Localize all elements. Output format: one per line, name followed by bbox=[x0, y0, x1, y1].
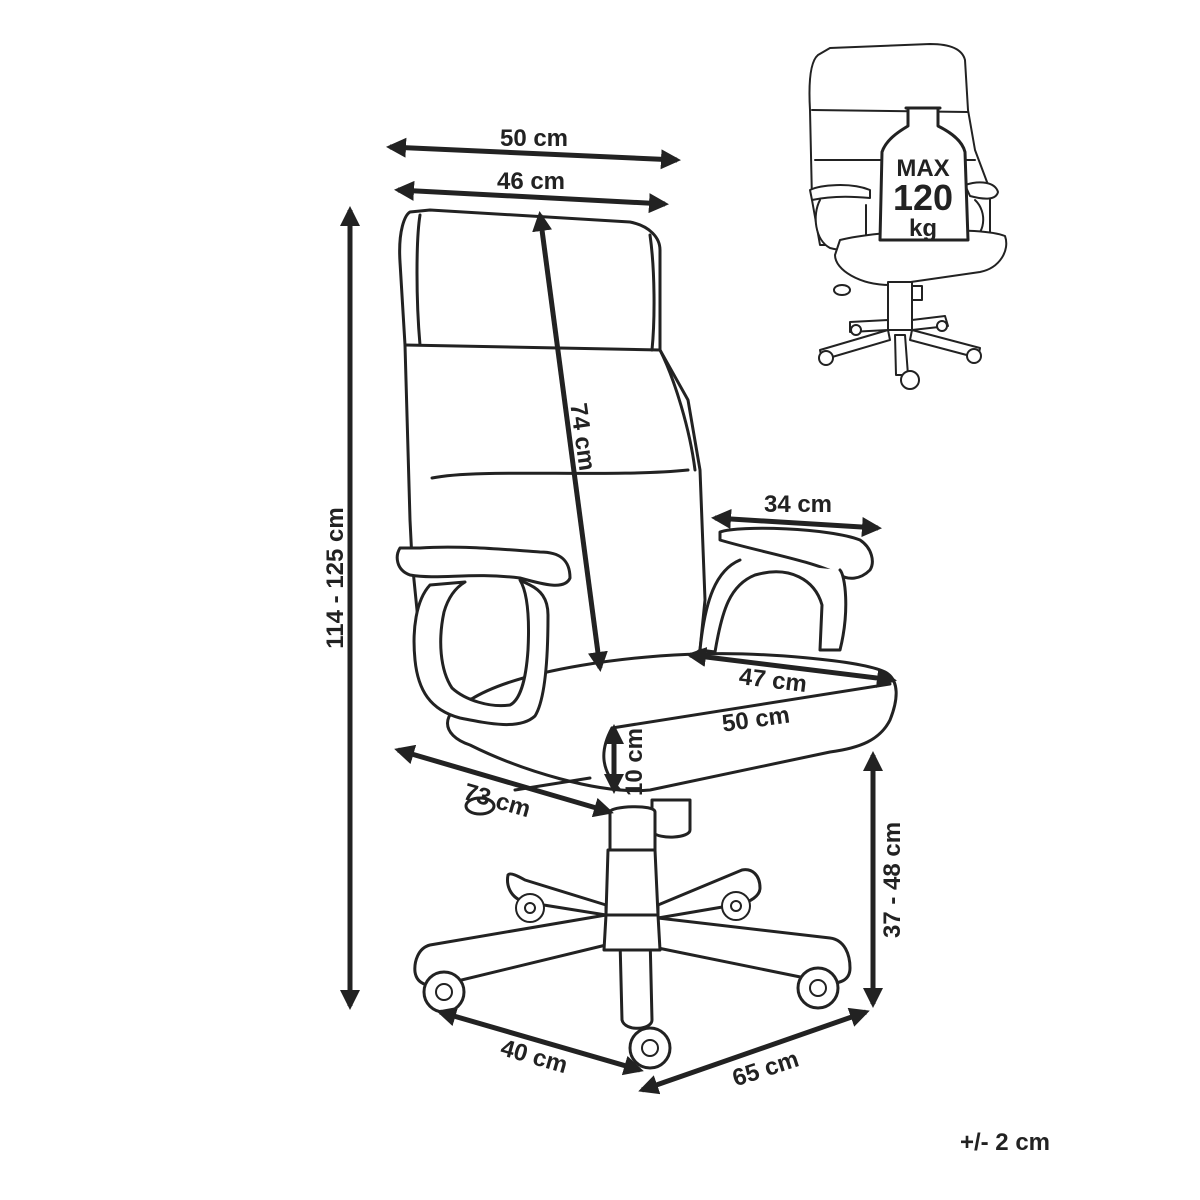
tolerance-note: +/- 2 cm bbox=[960, 1129, 1050, 1156]
label-base-width: 65 cm bbox=[729, 1046, 802, 1093]
weight-badge-max: MAX bbox=[896, 155, 949, 182]
weight-badge-unit: kg bbox=[909, 215, 937, 242]
dimension-lines bbox=[340, 137, 897, 1095]
caster-wheel bbox=[796, 966, 840, 1010]
label-armrest-length: 34 cm bbox=[764, 491, 832, 518]
caster-wheel bbox=[422, 970, 466, 1014]
mini-chair-weight-illustration: MAX 120 kg bbox=[808, 43, 1008, 390]
label-height-total: 114 - 125 cm bbox=[322, 507, 349, 648]
dim-line-base-depth bbox=[436, 1006, 644, 1076]
weight-icon bbox=[878, 106, 970, 242]
dim-line-armrest bbox=[711, 508, 882, 538]
label-seat-height: 37 - 48 cm bbox=[879, 822, 906, 938]
label-width-outer: 50 cm bbox=[500, 125, 568, 152]
weight-badge-value: 120 bbox=[893, 177, 953, 218]
label-seat-thickness: 10 cm bbox=[621, 728, 648, 796]
caster-wheel bbox=[628, 1026, 672, 1070]
label-width-back: 46 cm bbox=[497, 168, 565, 195]
dim-line-backrest bbox=[532, 211, 608, 672]
dim-line-width-back bbox=[394, 180, 669, 214]
office-chair-drawing bbox=[395, 208, 898, 1070]
dim-line-width-outer bbox=[386, 137, 681, 170]
caster-wheel bbox=[721, 891, 751, 921]
caster-wheel bbox=[515, 893, 545, 923]
dim-line-depth-total bbox=[394, 744, 614, 818]
dim-line-base-width bbox=[638, 1007, 870, 1095]
dim-line-seat-depth bbox=[686, 647, 897, 688]
